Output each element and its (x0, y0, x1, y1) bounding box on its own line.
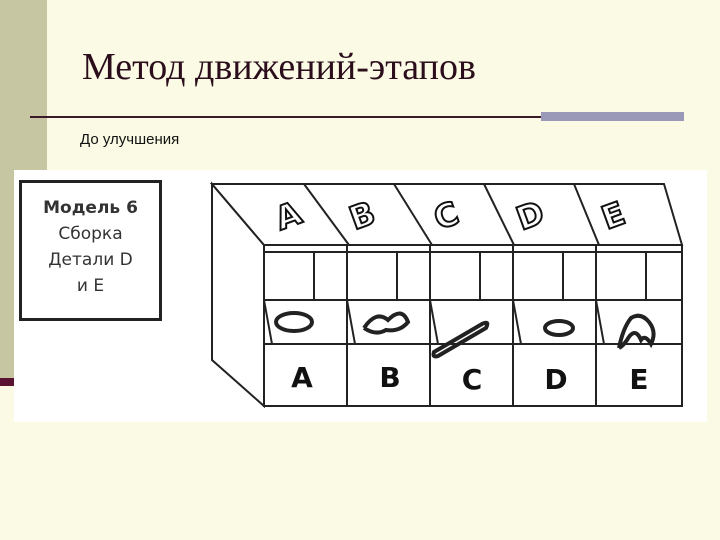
left-accent-mark (0, 378, 20, 386)
model-label-line-2: Сборка (58, 224, 123, 244)
parts-bin-drawing: A B C D E A B C D E (209, 181, 684, 409)
model-label-line-3: Детали D (48, 250, 133, 270)
front-letter-c: C (462, 363, 483, 396)
ring-part-icon (274, 311, 314, 333)
title-rule-accent (541, 112, 684, 121)
model-label-box: Модель 6 Сборка Детали D и E (19, 180, 162, 321)
front-letter-a: A (291, 361, 313, 394)
title-rule (30, 116, 542, 118)
washer-part-icon (543, 319, 575, 337)
slide-subtitle: До улучшения (80, 131, 180, 148)
bin-illustration: Модель 6 Сборка Детали D и E (14, 170, 707, 422)
front-letter-e: E (629, 363, 648, 396)
front-labels: A B C D E (291, 361, 648, 396)
pin-part-icon (431, 320, 490, 359)
front-letter-d: D (544, 363, 567, 396)
slide-title: Метод движений-этапов (82, 46, 476, 88)
model-label-line-4: и E (76, 276, 105, 296)
spring-part-icon (617, 313, 656, 350)
front-letter-b: B (379, 361, 400, 394)
clip-part-icon (362, 311, 411, 335)
model-label-line-1: Модель 6 (43, 198, 138, 218)
